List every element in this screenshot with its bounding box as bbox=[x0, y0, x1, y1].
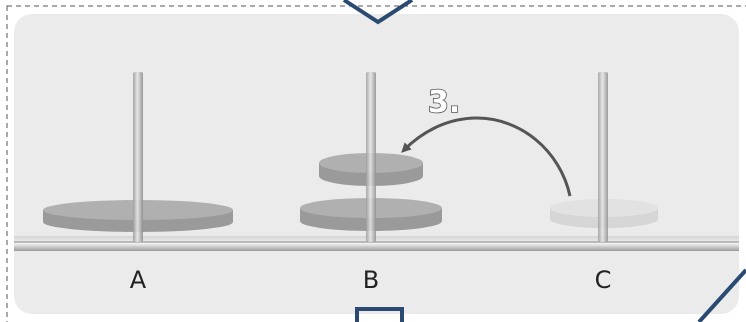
peg-c-group bbox=[550, 72, 658, 242]
rod-a bbox=[133, 72, 143, 242]
bottom-box-accent bbox=[355, 307, 404, 322]
peg-label-c: C bbox=[595, 266, 612, 294]
rod-b bbox=[366, 72, 376, 242]
peg-a-group bbox=[43, 72, 233, 242]
rod-c bbox=[598, 72, 608, 242]
dashed-frame bbox=[6, 5, 746, 322]
peg-label-b: B bbox=[363, 266, 379, 294]
step-label: 3. bbox=[428, 85, 460, 120]
corner-slash-accent bbox=[697, 268, 746, 322]
peg-label-a: A bbox=[130, 266, 147, 294]
peg-b-group bbox=[300, 72, 442, 242]
move-arrow bbox=[401, 116, 572, 197]
base-bar bbox=[14, 236, 739, 251]
top-chevron-accent bbox=[342, 0, 414, 25]
